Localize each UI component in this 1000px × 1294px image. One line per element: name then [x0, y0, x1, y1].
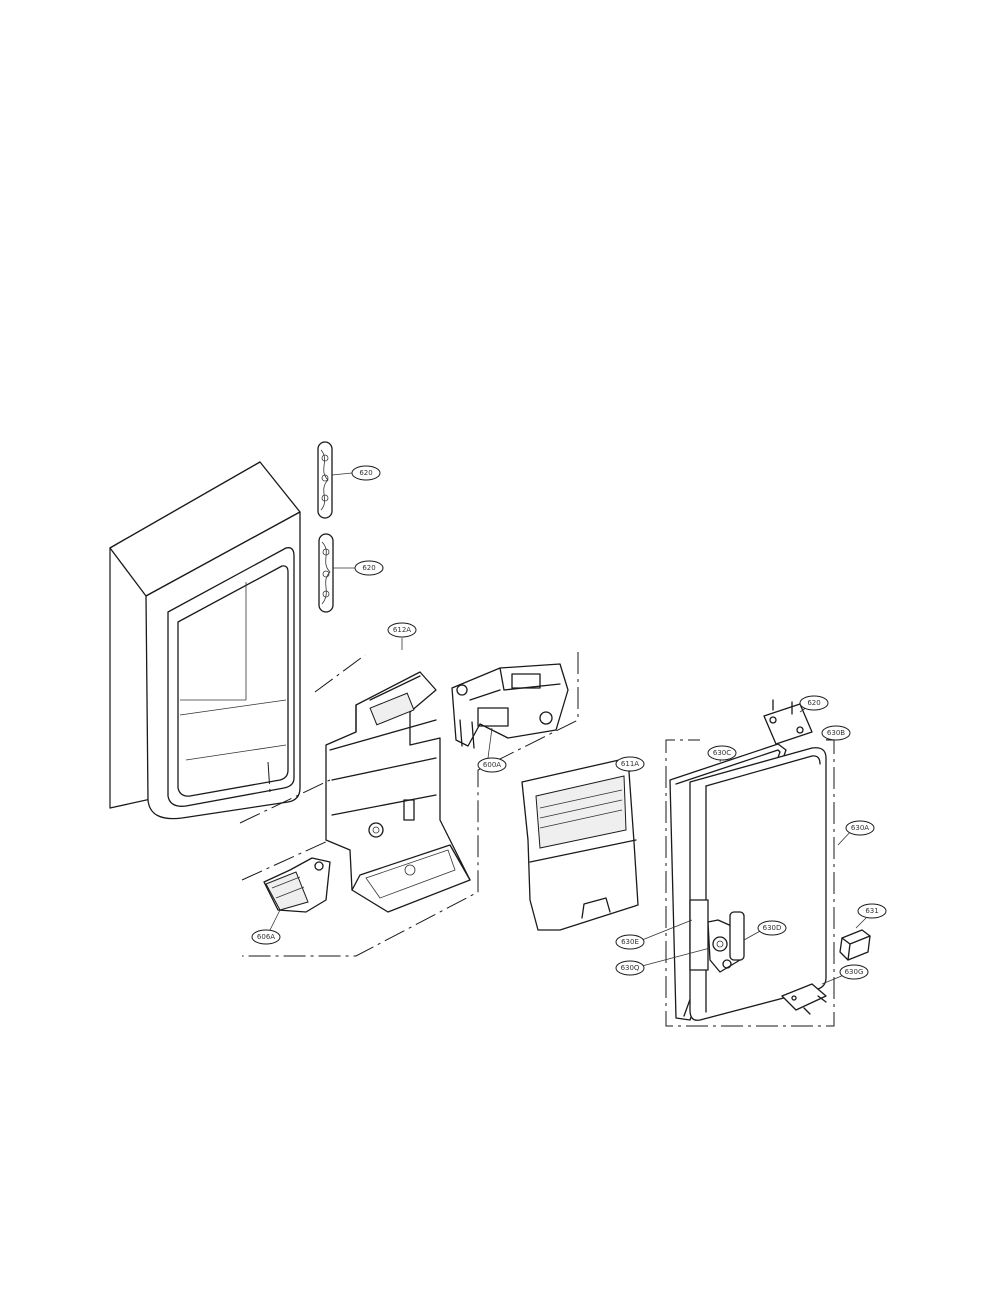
funnel-cover	[521, 757, 639, 931]
bracket-630g	[781, 983, 827, 1015]
callout-612a: 612A	[387, 622, 417, 638]
callout-620-bottom-text: 620	[362, 564, 375, 572]
callout-620-hinge: 620	[799, 695, 829, 711]
callout-631: 631	[857, 903, 887, 919]
callout-630q-text: 630Q	[621, 964, 640, 972]
callout-630b: 630B	[821, 725, 851, 741]
callout-606a-text: 606A	[257, 933, 275, 941]
bracket-606a	[263, 857, 331, 913]
callout-630d: 630D	[757, 920, 787, 936]
callout-606a: 606A	[251, 929, 281, 945]
callout-630b-text: 630B	[827, 729, 845, 737]
callout-611a: 611A	[615, 756, 645, 772]
bar-620-top	[317, 441, 333, 519]
callout-630d-text: 630D	[763, 924, 782, 932]
callout-630e-text: 630E	[621, 938, 639, 946]
callout-600a: 600A	[477, 757, 507, 773]
callout-630e: 630E	[615, 934, 645, 950]
door-liner	[109, 461, 301, 820]
callout-631-text: 631	[865, 907, 878, 915]
callout-630c-text: 630C	[713, 749, 731, 757]
dispenser-door	[669, 743, 827, 1021]
cap-631	[839, 929, 871, 961]
callout-600a-text: 600A	[483, 761, 501, 769]
callout-620-top-text: 620	[359, 469, 372, 477]
actuator-assembly	[451, 663, 569, 749]
hinge-bracket-top	[763, 699, 813, 745]
callout-630g: 630G	[839, 964, 869, 980]
leader-lines	[269, 472, 867, 985]
callout-611a-text: 611A	[621, 760, 639, 768]
callout-620-bottom: 620	[354, 560, 384, 576]
callout-620-top: 620	[351, 465, 381, 481]
callout-630q: 630Q	[615, 960, 645, 976]
dispenser-housing	[325, 671, 471, 913]
callout-612a-text: 612A	[393, 626, 411, 634]
callout-630c: 630C	[707, 745, 737, 761]
bar-620-bottom	[318, 533, 334, 613]
callout-620-hinge-text: 620	[807, 699, 820, 707]
callout-630a-text: 630A	[851, 824, 869, 832]
callout-630a: 630A	[845, 820, 875, 836]
callout-630g-text: 630G	[845, 968, 864, 976]
